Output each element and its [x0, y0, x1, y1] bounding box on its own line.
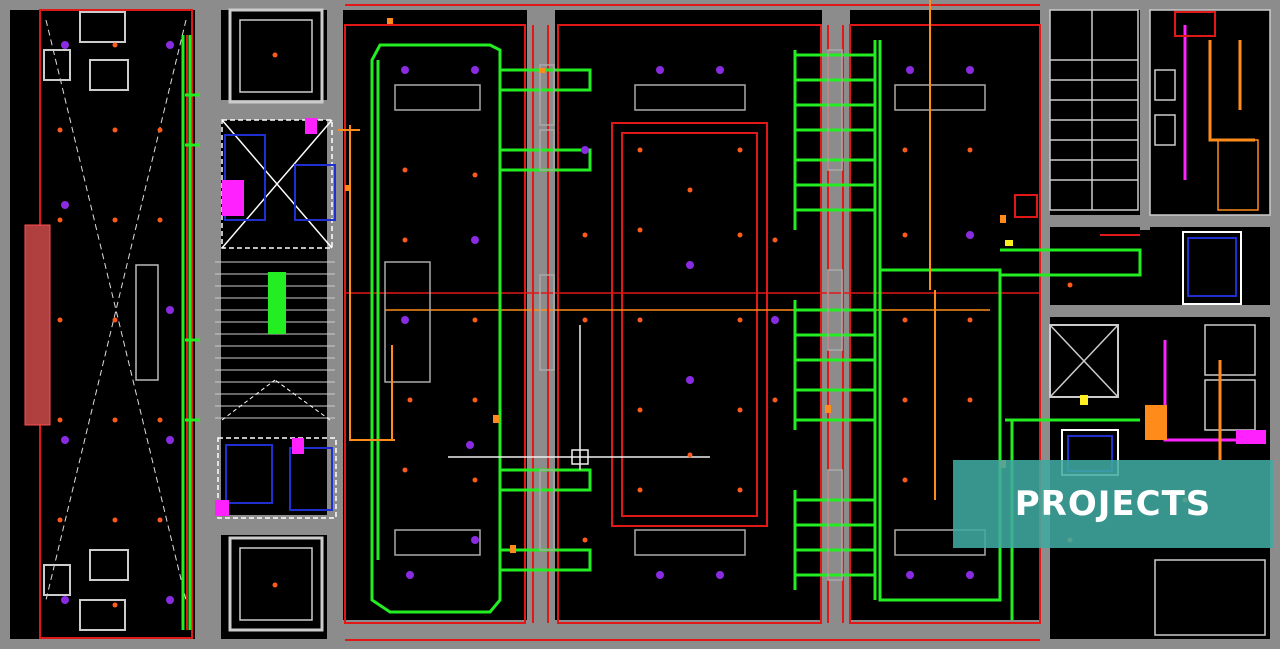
orange-pipes	[338, 0, 936, 500]
light-fixtures	[384, 49, 986, 581]
diffuser-markers	[57, 42, 1188, 608]
reference-lines	[448, 325, 710, 470]
sprinkler-markers	[61, 41, 974, 604]
projects-banner-label: PROJECTS	[1014, 484, 1212, 524]
atrium	[24, 9, 193, 639]
projects-banner-button[interactable]: PROJECTS	[953, 460, 1273, 548]
structural-walls	[195, 0, 1280, 649]
damper-markers	[345, 18, 1088, 553]
shafts	[228, 8, 324, 632]
stair-core	[215, 118, 337, 519]
right-rooms	[1049, 9, 1271, 636]
green-ducts	[181, 35, 1142, 630]
